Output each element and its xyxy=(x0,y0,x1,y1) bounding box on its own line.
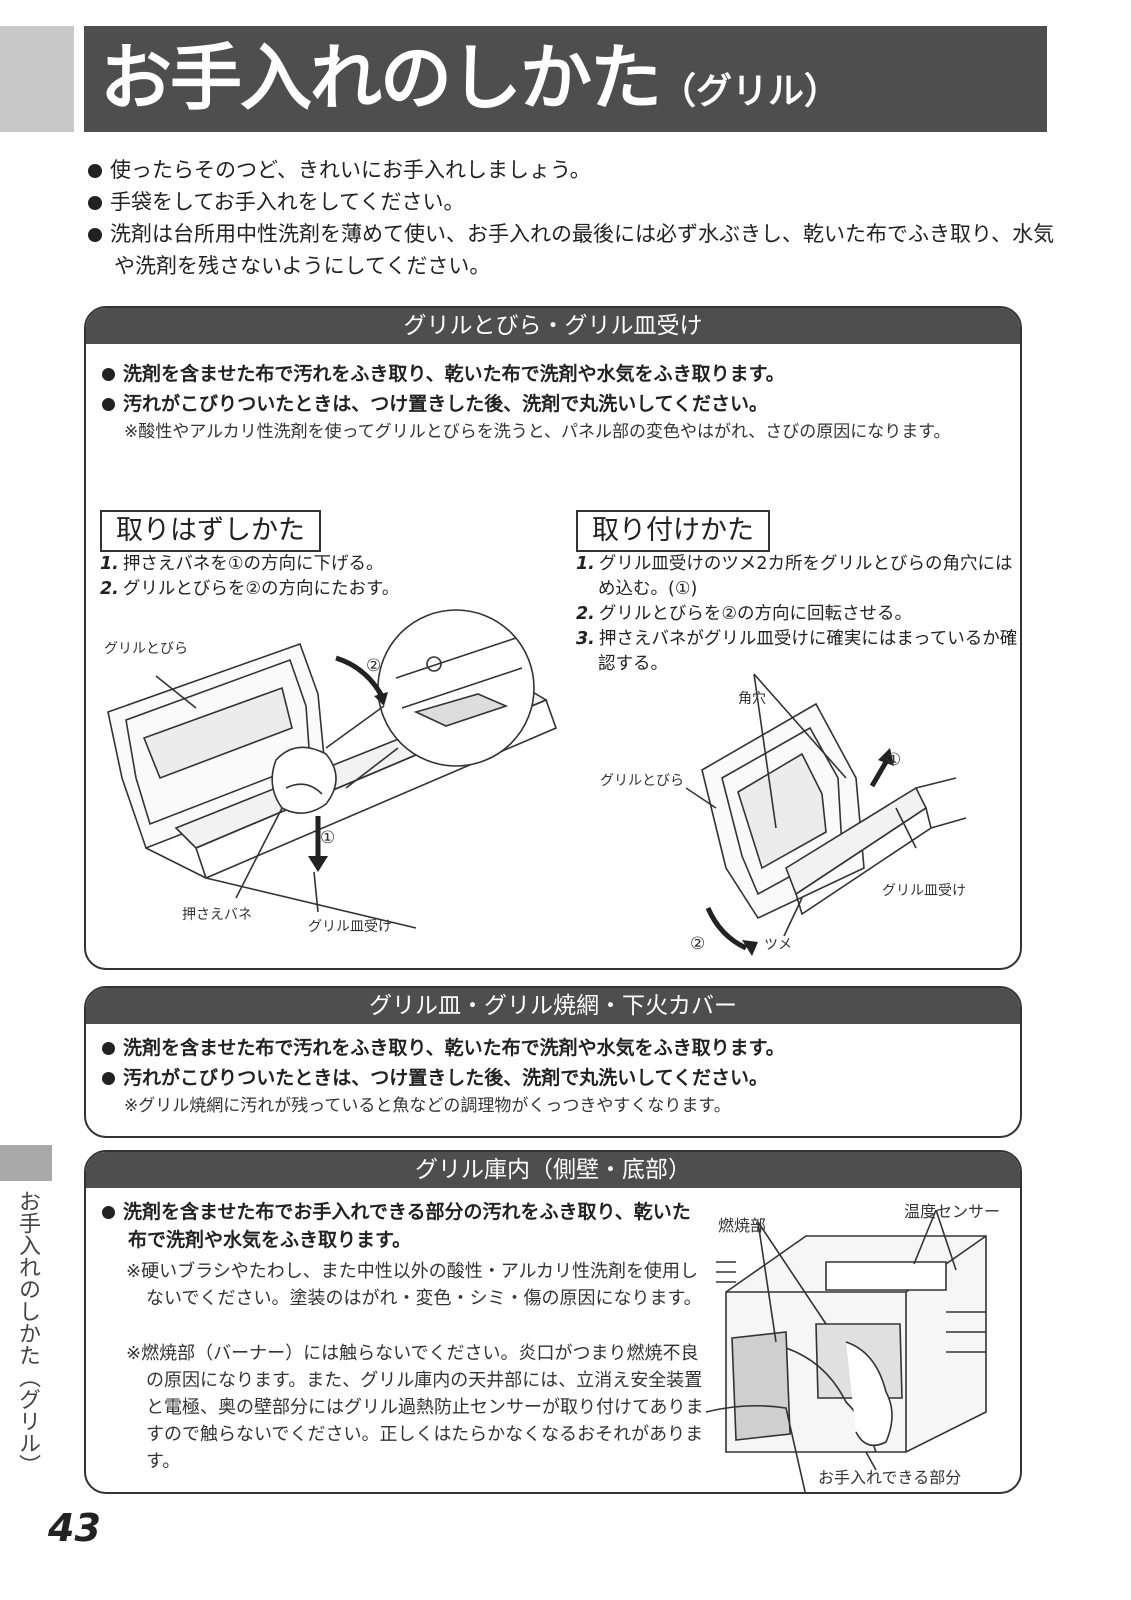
attach-step-1: 1.グリル皿受けのツメ2カ所をグリルとびらの角穴にはめ込む。(①) xyxy=(576,554,1013,599)
bullet-icon xyxy=(102,1072,115,1085)
plate-panel: グリル皿・グリル焼網・下火カバー 洗剤を含ませた布で汚れをふき取り、乾いた布で洗… xyxy=(84,986,1022,1138)
remove-label-arrow1: ① xyxy=(320,828,336,848)
intro-item-3: 洗剤は台所用中性洗剤を薄めて使い、お手入れの最後には必ず水ぶきし、乾いた布でふき… xyxy=(88,218,1059,282)
interior-illustration xyxy=(705,1209,987,1492)
interior-label-clean-area: お手入れできる部分 xyxy=(818,1468,962,1487)
bullet-icon xyxy=(102,398,115,411)
remove-label-spring: 押さえバネ xyxy=(182,907,252,923)
attach-label-tab: ツメ xyxy=(764,937,792,953)
attach-step-2: 2.グリルとびらを②の方向に回転させる。 xyxy=(576,604,913,624)
header-bar xyxy=(84,26,1047,132)
plate-note: ※グリル焼網に汚れが残っていると魚などの調理物がくっつきやすくなります。 xyxy=(124,1096,731,1116)
remove-label-arrow2: ② xyxy=(366,656,382,676)
remove-illustration xyxy=(107,609,967,956)
door-bullet-2: 汚れがこびりついたときは、つけ置きした後、洗剤で丸洗いしてください。 xyxy=(102,390,768,418)
intro-item-1: 使ったらそのつど、きれいにお手入れしましょう。 xyxy=(88,154,1048,186)
attach-steps: 1.グリル皿受けのツメ2カ所をグリルとびらの角穴にはめ込む。(①) 2.グリルと… xyxy=(576,552,1020,677)
page-title: お手入れのしかた（グリル） xyxy=(100,28,840,142)
attach-step-3: 3.押さえバネがグリル皿受けに確実にはまっているか確認する。 xyxy=(576,629,1018,674)
side-tab xyxy=(0,1145,52,1181)
plate-panel-heading: グリル皿・グリル焼網・下火カバー xyxy=(86,988,1020,1024)
bullet-icon xyxy=(88,164,102,178)
interior-label-sensor: 温度センサー xyxy=(904,1202,1001,1221)
attach-title: 取り付けかた xyxy=(576,510,770,552)
attach-label-tray: グリル皿受け xyxy=(882,883,966,899)
door-note: ※酸性やアルカリ性洗剤を使ってグリルとびらを洗うと、パネル部の変色やはがれ、さび… xyxy=(124,422,951,442)
page-number: 43 xyxy=(48,1506,101,1550)
interior-note-1: ※硬いブラシやたわし、また中性以外の酸性・アルカリ性洗剤を使用しないでください。… xyxy=(126,1261,702,1309)
intro-item-2: 手袋をしてお手入れをしてください。 xyxy=(88,186,1048,218)
interior-note-2: ※燃焼部（バーナー）には触らないでください。炎口がつまり燃焼不良の原因になります… xyxy=(126,1343,704,1472)
bullet-icon xyxy=(102,1206,115,1219)
remove-step-1: 1.押さえバネを①の方向に下げる。 xyxy=(100,554,384,574)
bullet-icon xyxy=(88,196,102,210)
interior-bullet: 洗剤を含ませた布でお手入れできる部分の汚れをふき取り、乾いた布で洗剤や水気をふき… xyxy=(102,1198,708,1254)
bullet-icon xyxy=(102,368,115,381)
remove-steps: 1.押さえバネを①の方向に下げる。 2.グリルとびらを②の方向にたおす。 xyxy=(100,552,560,602)
bullet-icon xyxy=(88,228,102,242)
interior-panel: グリル庫内（側壁・底部） 洗剤を含ませた布でお手入れできる部分の汚れをふき取り、… xyxy=(84,1150,1022,1494)
bullet-icon xyxy=(102,1042,115,1055)
door-bullet-1: 洗剤を含ませた布で汚れをふき取り、乾いた布で洗剤や水気をふき取ります。 xyxy=(102,360,785,388)
page-title-main: お手入れのしかた xyxy=(100,36,662,120)
interior-label-burner: 燃焼部 xyxy=(718,1216,767,1235)
plate-bullet-2: 汚れがこびりついたときは、つけ置きした後、洗剤で丸洗いしてください。 xyxy=(102,1064,768,1092)
door-panel-heading: グリルとびら・グリル皿受け xyxy=(86,308,1020,344)
side-label: お手入れのしかた（グリル） xyxy=(15,1190,40,1476)
door-panel: グリルとびら・グリル皿受け 洗剤を含ませた布で汚れをふき取り、乾いた布で洗剤や水… xyxy=(84,306,1022,970)
remove-title: 取りはずしかた xyxy=(100,510,321,552)
header-side-tab xyxy=(0,26,74,132)
remove-label-door: グリルとびら xyxy=(104,641,188,657)
remove-step-2: 2.グリルとびらを②の方向にたおす。 xyxy=(100,579,400,599)
remove-label-tray: グリル皿受け xyxy=(308,919,392,935)
attach-label-arrow2: ② xyxy=(690,934,706,954)
interior-panel-heading: グリル庫内（側壁・底部） xyxy=(86,1152,1020,1188)
attach-label-door: グリルとびら xyxy=(600,773,684,789)
attach-label-hole: 角穴 xyxy=(738,691,766,707)
plate-bullet-1: 洗剤を含ませた布で汚れをふき取り、乾いた布で洗剤や水気をふき取ります。 xyxy=(102,1034,785,1062)
attach-label-arrow1: ① xyxy=(886,750,902,770)
page-title-sub: （グリル） xyxy=(660,71,841,112)
